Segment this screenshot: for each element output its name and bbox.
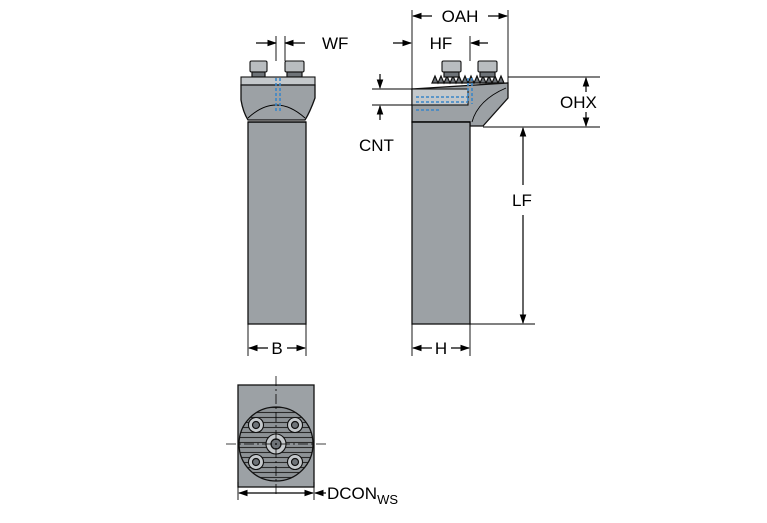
oah-dimension: OAH bbox=[411, 7, 509, 89]
ohx-label: OHX bbox=[560, 93, 597, 112]
front-screw-right-base bbox=[286, 71, 303, 78]
dcon-dimension: DCONWS bbox=[237, 482, 398, 507]
side-head-curve bbox=[471, 87, 507, 123]
h-dimension: H bbox=[411, 324, 471, 358]
lf-label: LF bbox=[512, 191, 532, 210]
h-label: H bbox=[435, 339, 447, 358]
front-screw-right bbox=[284, 60, 305, 73]
wf-label: WF bbox=[322, 34, 348, 53]
front-screw-left-base bbox=[251, 71, 266, 78]
side-view bbox=[411, 60, 509, 325]
side-screw-left bbox=[441, 60, 462, 73]
hf-label: HF bbox=[430, 34, 453, 53]
bottom-view bbox=[226, 376, 326, 495]
hf-dimension: HF bbox=[393, 34, 488, 61]
wf-dimension: WF bbox=[256, 34, 348, 61]
ohx-dimension: OHX bbox=[483, 76, 600, 128]
front-head-plate bbox=[240, 76, 316, 86]
cnt-label: CNT bbox=[359, 136, 394, 155]
side-screw-right bbox=[477, 60, 498, 73]
front-shank bbox=[247, 121, 307, 325]
dcon-label: DCONWS bbox=[327, 484, 398, 507]
oah-label: OAH bbox=[442, 7, 479, 26]
cnt-dimension: CNT bbox=[359, 74, 412, 155]
side-shank bbox=[411, 121, 471, 325]
b-dimension: B bbox=[247, 324, 307, 358]
front-screw-left bbox=[249, 60, 268, 73]
side-insert-pocket bbox=[411, 88, 469, 106]
front-view bbox=[240, 60, 316, 325]
lf-dimension: LF bbox=[470, 127, 535, 325]
b-label: B bbox=[271, 339, 282, 358]
